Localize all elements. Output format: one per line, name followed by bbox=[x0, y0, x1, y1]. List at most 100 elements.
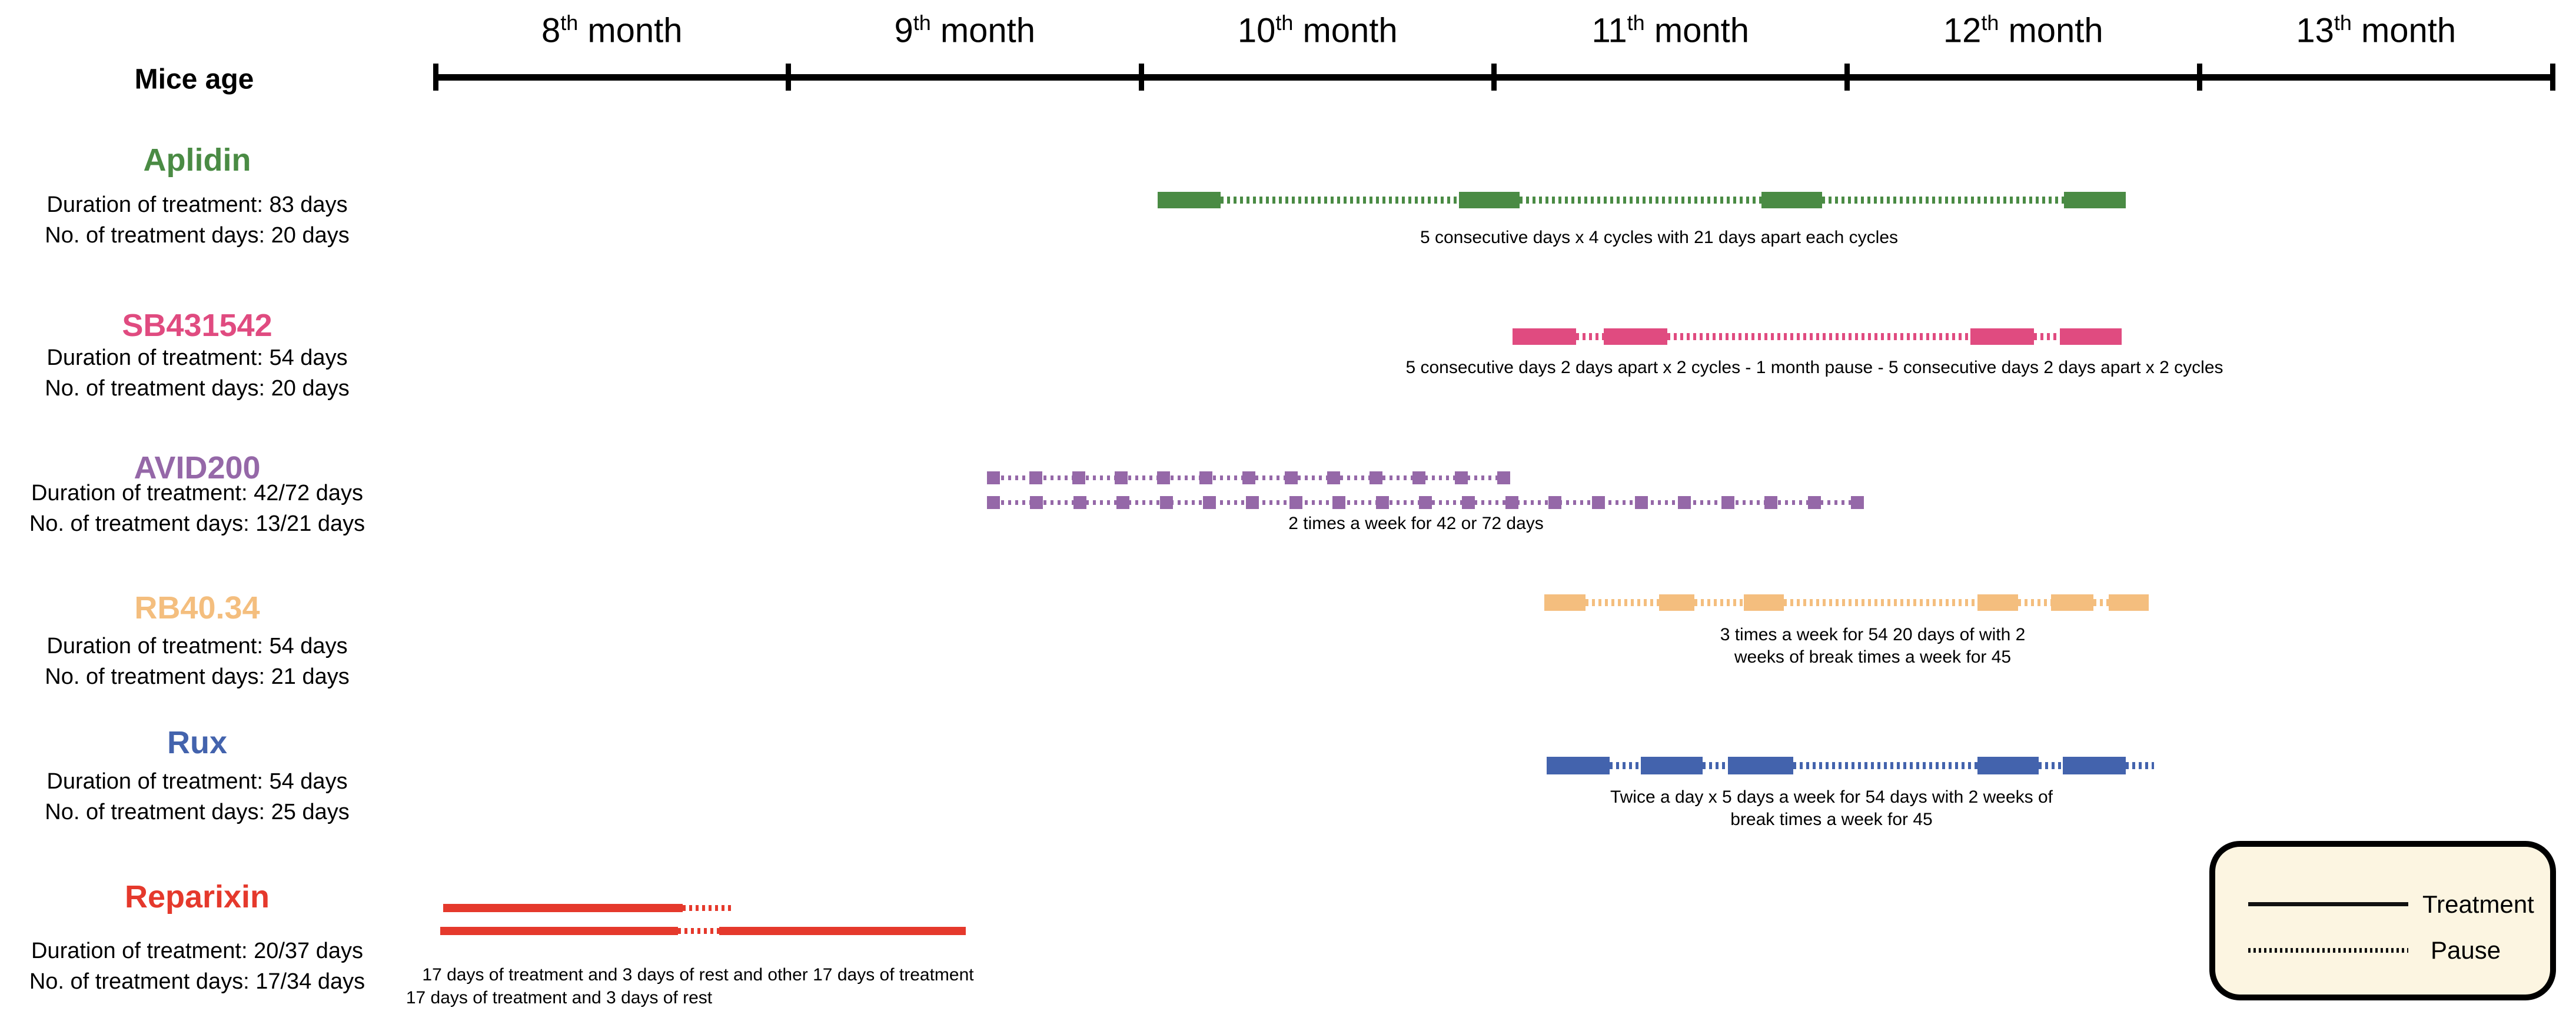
timeline-treatment-rux bbox=[1547, 757, 1610, 774]
drug-duration-rux: Duration of treatment: 54 days bbox=[46, 769, 348, 794]
timeline-treatment-day-avid200 bbox=[1116, 496, 1130, 509]
axis-tick bbox=[2550, 64, 2555, 91]
timeline-treatment-day-avid200 bbox=[1157, 471, 1170, 484]
timeline-treatment-day-avid200 bbox=[1497, 471, 1510, 484]
timeline-treatment-sb431542 bbox=[2060, 328, 2122, 345]
timeline-pause-rux bbox=[2126, 762, 2154, 769]
timeline-treatment-rux bbox=[1641, 757, 1703, 774]
timeline-treatment-day-avid200 bbox=[1029, 471, 1043, 484]
month-label-11: 11th month bbox=[1591, 11, 1749, 50]
timeline-treatment-day-avid200 bbox=[1332, 496, 1346, 509]
timeline-treatment-aplidin bbox=[1158, 192, 1221, 208]
schedule-annotation-rux: Twice a day x 5 days a week for 54 days … bbox=[1610, 786, 2053, 831]
drug-days-sb431542: No. of treatment days: 20 days bbox=[45, 376, 350, 401]
drug-days-rux: No. of treatment days: 25 days bbox=[45, 800, 350, 824]
timeline-treatment-day-avid200 bbox=[1199, 471, 1213, 484]
drug-title-sb431542: SB431542 bbox=[122, 308, 272, 343]
timeline-pause-rb40-34 bbox=[2093, 599, 2109, 606]
timeline-pause-rb40-34 bbox=[2018, 599, 2051, 606]
annotation-line: Twice a day x 5 days a week for 54 days … bbox=[1610, 787, 2053, 807]
timeline-treatment-day-avid200 bbox=[1370, 471, 1383, 484]
month-label-8: 8th month bbox=[541, 11, 683, 50]
timeline-pause-aplidin bbox=[1221, 197, 1459, 204]
month-label-part: month bbox=[1644, 11, 1750, 50]
timeline-treatment-sb431542 bbox=[1604, 328, 1667, 345]
timeline-pause-rux bbox=[1793, 762, 1977, 769]
drug-days-rb40-34: No. of treatment days: 21 days bbox=[45, 664, 350, 689]
timeline-treatment-sb431542 bbox=[1513, 328, 1576, 345]
timeline-treatment-day-avid200 bbox=[1721, 496, 1734, 509]
timeline-treatment-rb40-34 bbox=[2051, 594, 2093, 611]
timeline-pause-sb431542 bbox=[1667, 333, 1970, 340]
month-label-part: th bbox=[1981, 11, 1999, 35]
timeline-treatment-day-avid200 bbox=[987, 496, 1000, 509]
timeline-treatment-reparixin bbox=[443, 904, 683, 912]
timeline-treatment-day-avid200 bbox=[1030, 496, 1043, 509]
month-label-part: 10 bbox=[1237, 11, 1276, 50]
drug-days-avid200: No. of treatment days: 13/21 days bbox=[29, 511, 365, 536]
timeline-pause-rb40-34 bbox=[1586, 599, 1659, 606]
annotation-line: 17 days of treatment and 3 days of rest bbox=[405, 988, 713, 1007]
timeline-treatment-reparixin bbox=[719, 927, 966, 935]
drug-duration-rb40-34: Duration of treatment: 54 days bbox=[46, 634, 348, 659]
month-label-part: month bbox=[2351, 11, 2457, 50]
month-label-part: month bbox=[1999, 11, 2103, 50]
month-label-part: month bbox=[578, 11, 683, 50]
timeline-treatment-aplidin bbox=[1459, 192, 1520, 208]
timeline-pause-sb431542 bbox=[2034, 333, 2060, 340]
timeline-pause-reparixin bbox=[678, 928, 719, 934]
timeline-treatment-rb40-34 bbox=[2109, 594, 2149, 611]
timeline-treatment-day-avid200 bbox=[1678, 496, 1691, 509]
legend-box: Treatment Pause bbox=[2209, 841, 2556, 1000]
timeline-pause-rux bbox=[1610, 762, 1641, 769]
annotation-line: 2 times a week for 42 or 72 days bbox=[1288, 514, 1544, 533]
timeline-pause-aplidin bbox=[1822, 197, 2064, 204]
timeline-treatment-day-avid200 bbox=[1203, 496, 1216, 509]
month-label-part: month bbox=[930, 11, 1036, 50]
timeline-treatment-sb431542 bbox=[1970, 328, 2034, 345]
timeline-pause-rb40-34 bbox=[1784, 599, 1977, 606]
drug-title-aplidin: Aplidin bbox=[143, 142, 251, 178]
timeline-treatment-rb40-34 bbox=[1544, 594, 1586, 611]
timeline-treatment-day-avid200 bbox=[1073, 496, 1086, 509]
annotation-line: 5 consecutive days 2 days apart x 2 cycl… bbox=[1405, 358, 2223, 377]
timeline-treatment-rb40-34 bbox=[1744, 594, 1784, 611]
timeline-treatment-day-avid200 bbox=[1412, 471, 1425, 484]
axis-tick bbox=[1844, 64, 1850, 91]
drug-title-rux: Rux bbox=[167, 725, 228, 760]
schedule-annotation-reparixin: 17 days of treatment and 3 days of rest … bbox=[422, 964, 973, 986]
drug-duration-reparixin: Duration of treatment: 20/37 days bbox=[31, 939, 363, 963]
schedule-annotation-reparixin: 17 days of treatment and 3 days of rest bbox=[406, 987, 712, 1009]
timeline-treatment-day-avid200 bbox=[1764, 496, 1778, 509]
timeline-treatment-rux bbox=[2063, 757, 2126, 774]
month-label-part: 8 bbox=[541, 11, 561, 50]
axis-tick bbox=[433, 64, 438, 91]
axis-tick bbox=[2197, 64, 2202, 91]
schedule-annotation-sb431542: 5 consecutive days 2 days apart x 2 cycl… bbox=[1405, 357, 2223, 379]
timeline-treatment-reparixin bbox=[440, 927, 678, 935]
timeline-treatment-day-avid200 bbox=[1548, 496, 1562, 509]
timeline-treatment-day-avid200 bbox=[1114, 471, 1128, 484]
month-label-part: th bbox=[913, 11, 931, 35]
timeline-treatment-rb40-34 bbox=[1977, 594, 2018, 611]
timeline-pause-sb431542 bbox=[1576, 333, 1604, 340]
timeline-pause-rb40-34 bbox=[1694, 599, 1744, 606]
month-label-part: th bbox=[2334, 11, 2352, 35]
month-label-10: 10th month bbox=[1238, 11, 1398, 50]
timeline-treatment-rux bbox=[1728, 757, 1793, 774]
timeline-treatment-day-avid200 bbox=[1242, 471, 1255, 484]
timeline-treatment-day-avid200 bbox=[1375, 496, 1389, 509]
timeline-treatment-day-avid200 bbox=[1419, 496, 1432, 509]
legend-pause-label: Pause bbox=[2431, 936, 2501, 964]
schedule-annotation-aplidin: 5 consecutive days x 4 cycles with 21 da… bbox=[1420, 227, 1898, 249]
drug-days-reparixin: No. of treatment days: 17/34 days bbox=[29, 969, 365, 994]
timeline-treatment-day-avid200 bbox=[1289, 496, 1302, 509]
schedule-annotation-avid200: 2 times a week for 42 or 72 days bbox=[1288, 513, 1544, 535]
